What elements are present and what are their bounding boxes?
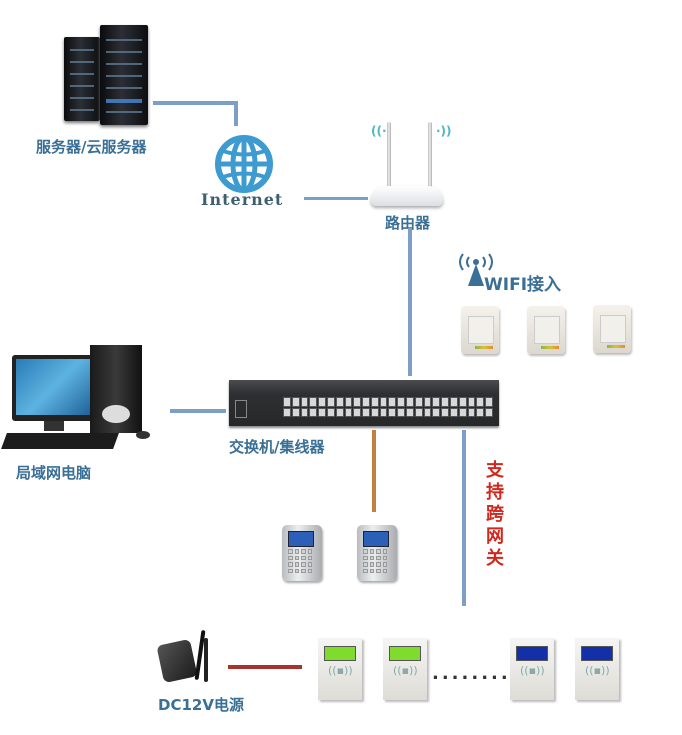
switch-port [353,397,362,407]
switch-port [379,407,388,417]
card-reader-device: ((▪)) [510,638,554,700]
switch-port [423,397,432,407]
switch-port [414,407,423,417]
cross-gateway-char: 支 [486,460,504,481]
switch-port [370,407,379,417]
switch-port [388,397,397,407]
server-label: 服务器/云服务器 [36,138,147,156]
wifi-reader-device [527,306,565,354]
switch-port [476,397,485,407]
keypad-terminal-icon [282,525,322,581]
switch-port [485,407,493,417]
wifi-signal-icon: ·)) [436,124,452,138]
switch-port [344,407,353,417]
switch-port [309,397,318,407]
switch-port [326,397,335,407]
switch-port [397,397,406,407]
server-rack-icon [62,25,152,125]
card-reader-device: ((▪)) [575,638,619,700]
switch-port [335,397,344,407]
power-adapter-icon [156,629,220,685]
connection-line [170,409,226,413]
switch-port [441,397,450,407]
switch-port [467,397,476,407]
switch-port [423,407,432,417]
desktop-computer-icon [1,345,164,455]
cross-gateway-char: 关 [486,548,504,569]
switch-port [432,407,441,417]
keypad-terminal-icon [357,525,397,581]
switch-port [344,397,353,407]
switch-port [362,397,370,407]
wifi-reader-device [461,306,499,354]
switch-port [283,397,291,407]
switch-port [353,407,362,417]
wifi-antenna-icon [459,253,493,286]
switch-port [300,397,309,407]
connection-line [462,430,466,606]
card-reader-device: ((▪)) [383,638,427,700]
switch-port [458,397,467,407]
switch-port [318,407,326,417]
switch-port [397,407,406,417]
switch-port [485,397,493,407]
connection-line [408,228,412,376]
switch-port [432,397,441,407]
switch-port [450,407,458,417]
connection-line [372,430,376,512]
connection-line [234,101,238,126]
globe-icon [215,135,273,193]
switch-port [291,397,300,407]
connection-line [304,197,368,200]
switch-port [441,407,450,417]
wifi-reader-device [593,305,631,353]
internet-label: Internet [201,190,284,209]
switch-port [300,407,309,417]
switch-port [379,397,388,407]
cross-gateway-char: 网 [486,526,504,547]
connection-line [153,101,238,105]
switch-port [458,407,467,417]
switch-port [388,407,397,417]
switch-port [283,407,291,417]
switch-port [414,397,423,407]
power-label: DC12V电源 [158,696,244,714]
switch-label: 交换机/集线器 [229,438,325,456]
switch-port [476,407,485,417]
switch-port [291,407,300,417]
cross-gateway-label: 支 持 跨 网 关 [484,460,506,570]
switch-port [406,397,414,407]
switch-port [318,397,326,407]
cross-gateway-char: 跨 [486,504,504,525]
switch-port [309,407,318,417]
power-line [228,665,302,669]
switch-port [362,407,370,417]
router-label: 路由器 [385,214,431,232]
switch-port [467,407,476,417]
switch-port [370,397,379,407]
network-switch-icon [229,380,499,426]
switch-port [335,407,344,417]
switch-port [450,397,458,407]
wifi-access-label: WIFI接入 [484,275,562,295]
cross-gateway-char: 持 [486,482,504,503]
switch-port [406,407,414,417]
ellipsis-dots: .......... [432,663,531,684]
lan-pc-label: 局域网电脑 [16,464,92,482]
switch-port [326,407,335,417]
card-reader-device: ((▪)) [318,638,362,700]
wifi-signal-icon: ((· [371,124,387,138]
